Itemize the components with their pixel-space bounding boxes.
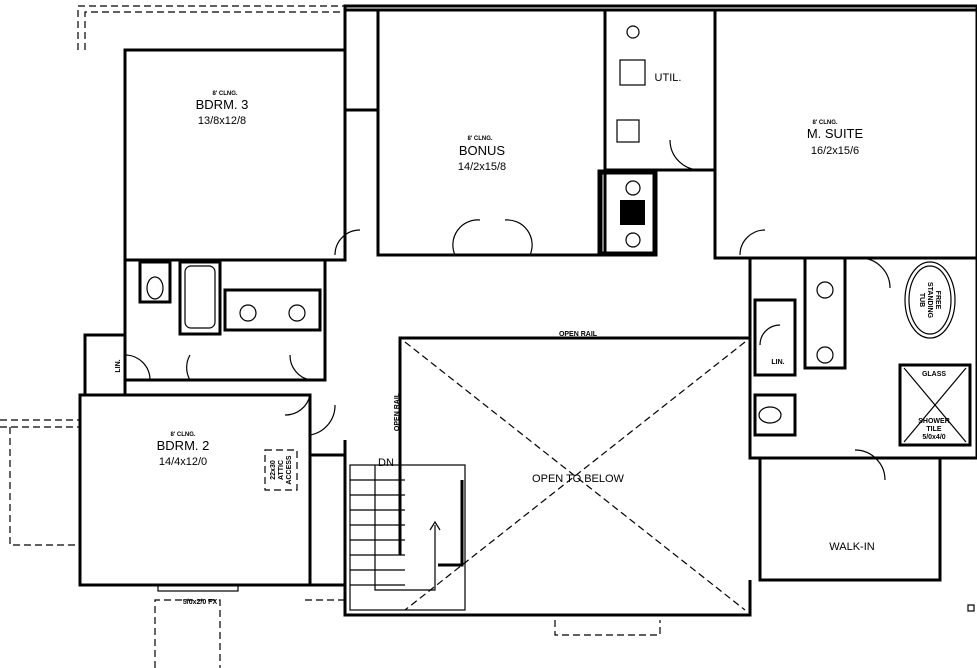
lower-level-outline bbox=[0, 5, 661, 668]
svg-text:22x30: 22x30 bbox=[270, 460, 277, 480]
room-size: 16/2x15/6 bbox=[811, 145, 859, 157]
water-heater-icon bbox=[625, 180, 641, 196]
room-name: BDRM. 2 bbox=[157, 438, 210, 453]
linen-label: LIN. bbox=[771, 359, 784, 366]
room-bdrm2: 8' CLNG. BDRM. 2 14/4x12/0 bbox=[157, 432, 210, 468]
mechanical-closet bbox=[597, 169, 658, 257]
attic-access-label: 22x30 ATTIC ACCESS bbox=[270, 455, 293, 485]
walkin-label: WALK-IN bbox=[829, 541, 874, 553]
fixtures bbox=[146, 25, 967, 443]
stairs bbox=[349, 464, 466, 611]
shower-label: SHOWER TILE 5/0x4/0 bbox=[918, 418, 950, 441]
bathtub-icon bbox=[184, 265, 216, 329]
attic-access bbox=[264, 449, 298, 491]
room-bonus: 8' CLNG. BONUS 14/2x15/8 bbox=[458, 136, 506, 173]
svg-text:ATTIC: ATTIC bbox=[278, 460, 285, 480]
tub-label: FREE STANDING TUB bbox=[918, 282, 941, 319]
linen-label: LIN. bbox=[115, 359, 122, 372]
room-size: 14/2x15/8 bbox=[458, 161, 506, 173]
util-label: UTIL. bbox=[655, 72, 682, 84]
room-name: M. SUITE bbox=[807, 126, 864, 141]
ceiling-label: 8' CLNG. bbox=[812, 120, 837, 126]
ceiling-label: 8' CLNG. bbox=[212, 91, 237, 97]
down-label: DN bbox=[378, 457, 394, 469]
open-to-below bbox=[398, 336, 752, 611]
svg-text:TILE: TILE bbox=[926, 426, 941, 433]
ceiling-label: 8' CLNG. bbox=[467, 136, 492, 142]
glass-label: GLASS bbox=[922, 371, 946, 378]
room-size: 13/8x12/8 bbox=[198, 115, 246, 127]
marker bbox=[967, 604, 975, 612]
svg-text:STANDING: STANDING bbox=[926, 282, 933, 319]
svg-text:FREE: FREE bbox=[934, 291, 941, 310]
tub-icon bbox=[904, 261, 956, 339]
open-rail-label: OPEN RAIL bbox=[559, 331, 598, 338]
svg-text:SHOWER: SHOWER bbox=[918, 418, 950, 425]
ceiling-label: 8' CLNG. bbox=[170, 432, 195, 438]
room-name: BDRM. 3 bbox=[196, 97, 249, 112]
furnace-icon bbox=[620, 200, 645, 225]
window bbox=[157, 584, 239, 592]
room-name: BONUS bbox=[459, 143, 506, 158]
door-swings bbox=[124, 139, 891, 481]
window-label: 5/0x2/0 FX bbox=[183, 599, 218, 606]
toilet-icon bbox=[146, 276, 164, 300]
room-bdrm3: 8' CLNG. BDRM. 3 13/8x12/8 bbox=[196, 91, 249, 127]
room-suite: 8' CLNG. M. SUITE 16/2x15/6 bbox=[807, 120, 864, 157]
svg-text:TUB: TUB bbox=[918, 293, 925, 307]
room-size: 14/4x12/0 bbox=[159, 456, 207, 468]
open-below-label: OPEN TO BELOW bbox=[532, 473, 625, 485]
open-rail-label: OPEN RAIL bbox=[394, 392, 401, 431]
sink-icon bbox=[239, 304, 257, 322]
svg-text:ACCESS: ACCESS bbox=[286, 455, 293, 485]
svg-text:5/0x4/0: 5/0x4/0 bbox=[922, 434, 945, 441]
